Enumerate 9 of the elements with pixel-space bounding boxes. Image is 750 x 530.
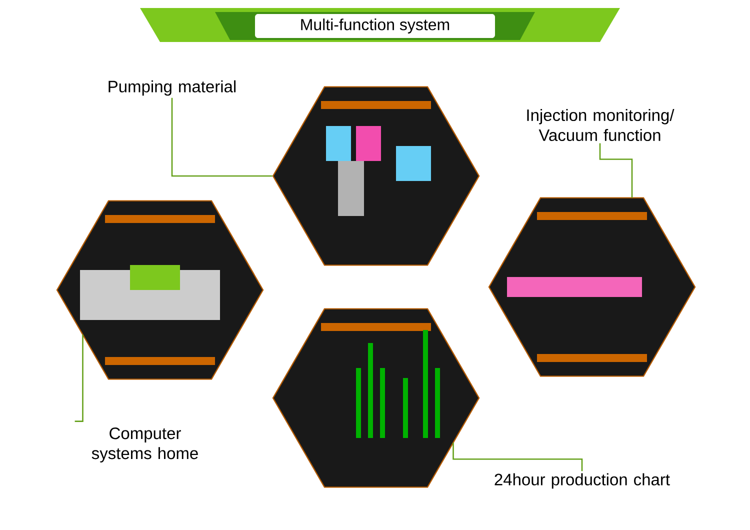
leader-line [171, 98, 272, 177]
callout-label: Injection monitoring/ Vacuum function [527, 108, 674, 142]
leader-line [74, 334, 84, 422]
leader-line [452, 442, 583, 472]
title: Multi-function system [301, 18, 450, 34]
callout-label: Pumping material [108, 80, 236, 96]
leader-line [599, 143, 633, 198]
callout-label: Computer systems home [92, 428, 198, 462]
callout-label: 24hour production chart [494, 473, 670, 489]
